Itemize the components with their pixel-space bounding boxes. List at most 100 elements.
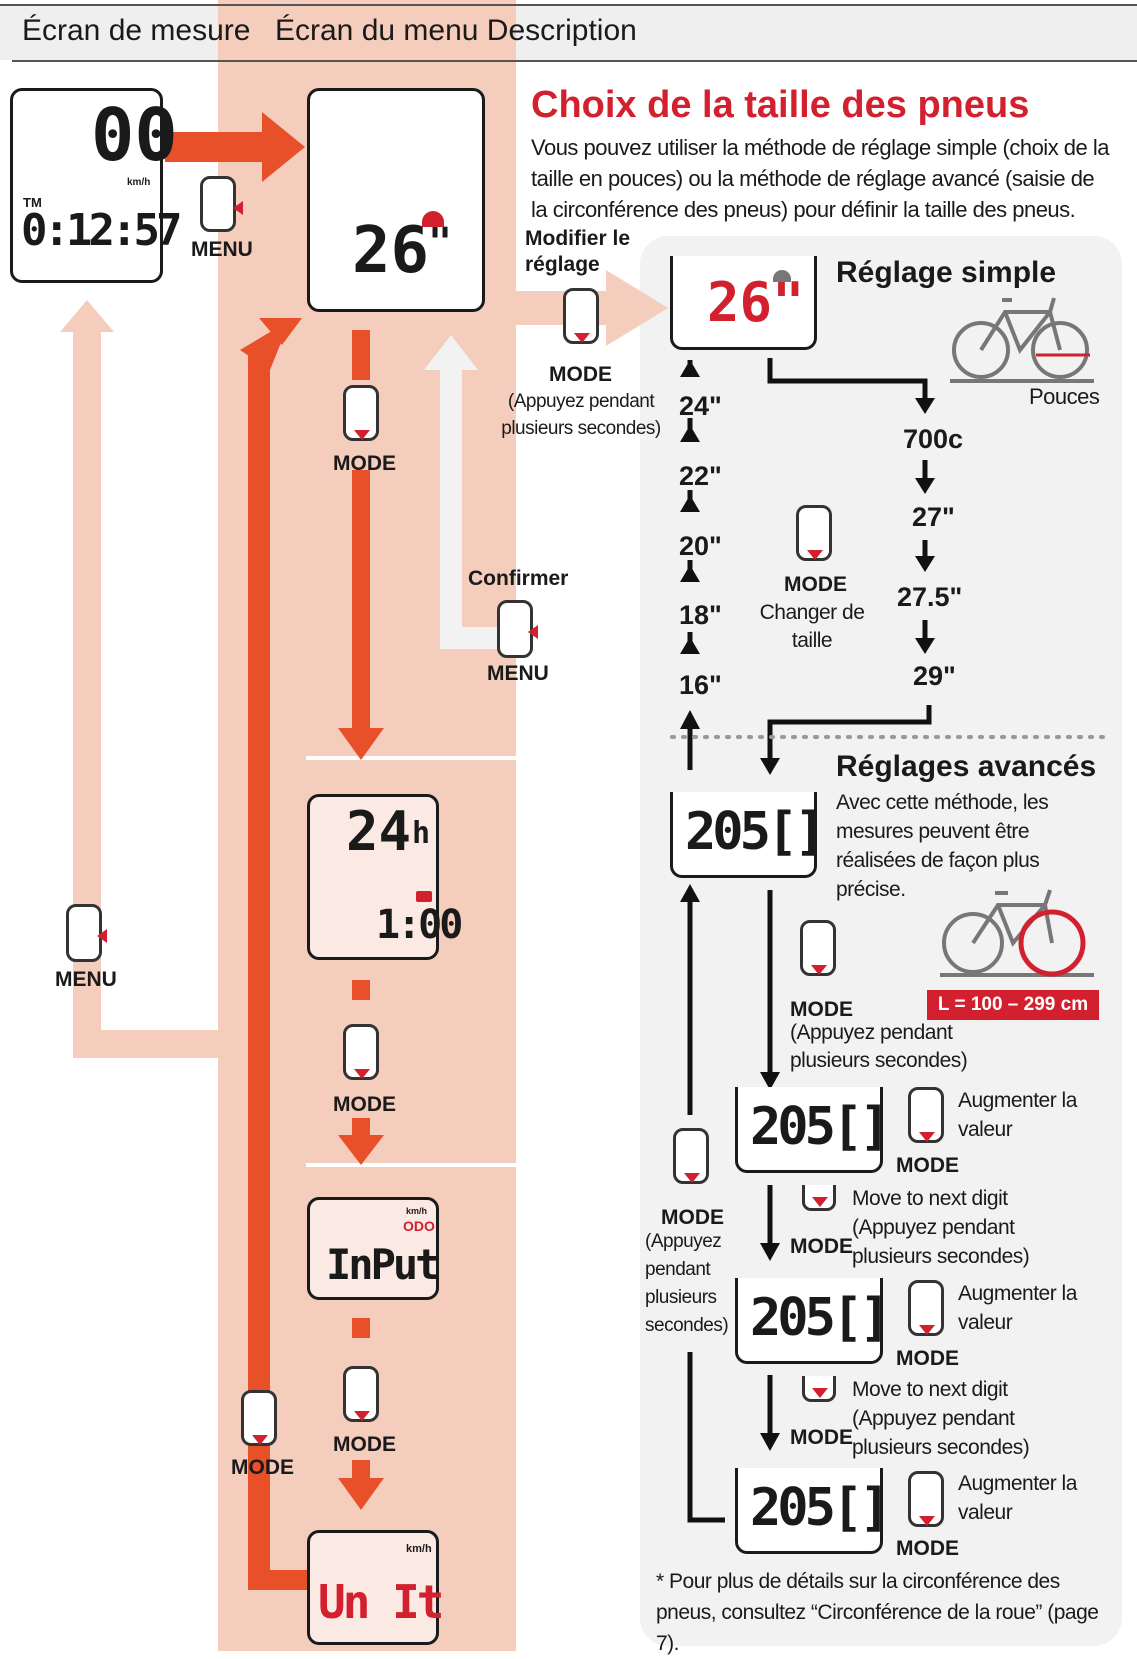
mode-press-icon-hold-left xyxy=(684,1173,700,1183)
odo-unit: km/h xyxy=(406,1206,428,1216)
mode-press-icon-next-2 xyxy=(812,1388,828,1398)
increase-value-2: Augmenter la valeur xyxy=(958,1282,1077,1334)
advanced-display-value: 205[] xyxy=(685,802,826,862)
unit-menu-screen: km/h Un It xyxy=(307,1530,444,1645)
clock-time: 1:00 xyxy=(376,902,463,948)
mode-button-device-icon-next-2[interactable] xyxy=(802,1376,836,1402)
mode-button-device-icon-change[interactable] xyxy=(796,505,832,561)
mode-button-label-2: MODE xyxy=(333,1093,396,1116)
odo-label: ODO xyxy=(403,1218,435,1234)
clock-icon xyxy=(416,891,432,902)
menu-button-label-1: MENU xyxy=(191,238,253,261)
measure-speed: 00 xyxy=(91,93,178,177)
arrow-confirm-up xyxy=(424,335,500,649)
unit-screen-text: Un It xyxy=(318,1575,444,1629)
mode-button-device-icon-modify[interactable] xyxy=(563,288,599,344)
mode-press-icon-2 xyxy=(354,1069,370,1079)
inches-label: Pouces xyxy=(1029,384,1100,409)
mode-button-device-icon-2[interactable] xyxy=(343,1024,379,1080)
modify-setting-label: Modifier le réglage xyxy=(525,227,631,276)
mode-button-device-icon-inc-2[interactable] xyxy=(908,1280,944,1336)
header-band-pink xyxy=(218,6,516,60)
mode-button-label-1: MODE xyxy=(333,452,396,475)
advanced-chain-heads xyxy=(680,884,780,1451)
mode-button-device-icon-hold-left[interactable] xyxy=(673,1128,709,1184)
mode-button-label-next-1: MODE xyxy=(790,1235,853,1258)
advanced-press-hold: (Appuyez pendant plusieurs secondes) xyxy=(790,1021,968,1072)
mode-button-label-inc-1: MODE xyxy=(896,1154,959,1177)
advanced-desc: Avec cette méthode, les mesures peuvent … xyxy=(836,791,1049,901)
mode-press-icon-modify xyxy=(574,333,590,343)
header-band xyxy=(0,6,1137,60)
simple-wheel-icon xyxy=(773,270,791,282)
menu-button-device-icon[interactable] xyxy=(200,176,243,232)
header-measure-screen: Écran de mesure xyxy=(22,14,251,47)
increase-value-1: Augmenter la valeur xyxy=(958,1089,1077,1141)
menu-press-icon xyxy=(233,201,243,215)
increase-value-3: Augmenter la valeur xyxy=(958,1472,1077,1524)
mode-button-label-inc-2: MODE xyxy=(896,1347,959,1370)
odo-menu-screen: km/h ODO InPut xyxy=(307,1197,440,1300)
range-badge: L = 100 – 299 cm xyxy=(927,990,1099,1020)
next-digit-1: Move to next digit xyxy=(852,1187,1008,1210)
odo-input-text: InPut xyxy=(326,1240,440,1289)
mode-button-device-icon-1[interactable] xyxy=(343,385,379,441)
mode-button-device-icon-next-1[interactable] xyxy=(802,1185,836,1211)
mode-button-device-icon-3[interactable] xyxy=(343,1366,379,1422)
tire-menu-value: 26 xyxy=(352,214,430,288)
measure-speed-unit: km/h xyxy=(127,177,151,188)
mode-press-icon-inc-1 xyxy=(919,1132,935,1142)
mode-button-label-loop: MODE xyxy=(231,1456,294,1479)
band-divider-1 xyxy=(306,756,516,760)
mode-button-device-icon-inc-3[interactable] xyxy=(908,1471,944,1527)
mode-button-label-hold-left: MODE xyxy=(661,1206,724,1229)
arrow-down-mode-3 xyxy=(338,1318,384,1510)
mode-press-icon-inc-2 xyxy=(919,1325,935,1335)
size-24: 24" xyxy=(679,391,722,421)
measure-screen: 00 km/h TM 0:12:57 xyxy=(10,88,182,283)
mode-button-device-icon-inc-1[interactable] xyxy=(908,1087,944,1143)
mode-button-device-icon-adv[interactable] xyxy=(800,920,836,976)
simple-chain-heads xyxy=(680,360,935,775)
arrow-down-mode-1 xyxy=(338,330,384,760)
clock-menu-screen: 24 h 1:00 xyxy=(307,794,463,960)
advanced-display: 205[] xyxy=(670,792,826,878)
mode-button-label-inc-3: MODE xyxy=(896,1537,959,1560)
advanced-chain xyxy=(687,890,773,1523)
size-22: 22" xyxy=(679,461,722,491)
mode-button-label-change: MODE xyxy=(784,573,847,596)
mode-press-icon-1 xyxy=(354,430,370,440)
digit-display-3-value: 205[] xyxy=(750,1478,891,1538)
modify-press-hold: (Appuyez pendant plusieurs secondes) xyxy=(501,391,661,439)
footnote: * Pour plus de détails sur la circonfére… xyxy=(656,1570,1099,1655)
arrow-measure-to-menu xyxy=(165,112,305,182)
clock-value: 24 xyxy=(346,800,412,863)
header-menu-screen: Écran du menu Description xyxy=(275,14,637,47)
confirm-menu-label: MENU xyxy=(487,662,549,685)
measure-time: 0:12:57 xyxy=(21,205,182,256)
arrow-down-mode-2 xyxy=(338,980,384,1165)
mode-press-icon-3 xyxy=(354,1411,370,1421)
simple-title: Réglage simple xyxy=(836,256,1057,289)
mode-press-icon-change xyxy=(807,550,823,560)
header-underline xyxy=(12,60,1137,62)
simple-display-value: 26" xyxy=(707,271,805,334)
size-20: 20" xyxy=(679,531,722,561)
mode-button-label-adv: MODE xyxy=(790,998,853,1021)
size-700c: 700c xyxy=(903,424,964,454)
size-27-5: 27.5" xyxy=(897,582,963,612)
measure-tm-label: TM xyxy=(23,195,42,210)
size-27: 27" xyxy=(912,502,955,532)
confirm-menu-device-icon[interactable] xyxy=(497,600,538,658)
digit-display-2-value: 205[] xyxy=(750,1288,891,1348)
mode-button-label-modify: MODE xyxy=(549,363,612,386)
mode-button-device-icon-loop[interactable] xyxy=(241,1390,277,1446)
mode-button-label-next-2: MODE xyxy=(790,1426,853,1449)
size-16: 16" xyxy=(679,670,722,700)
mode-button-label-3: MODE xyxy=(333,1433,396,1456)
mode-press-icon-adv xyxy=(811,965,827,975)
change-size-label: Changer de taille xyxy=(759,601,865,652)
digit-display-1: 205[] xyxy=(735,1087,891,1173)
menu-button-device-icon-left[interactable] xyxy=(66,904,107,962)
tire-menu-unit: " xyxy=(428,220,453,266)
